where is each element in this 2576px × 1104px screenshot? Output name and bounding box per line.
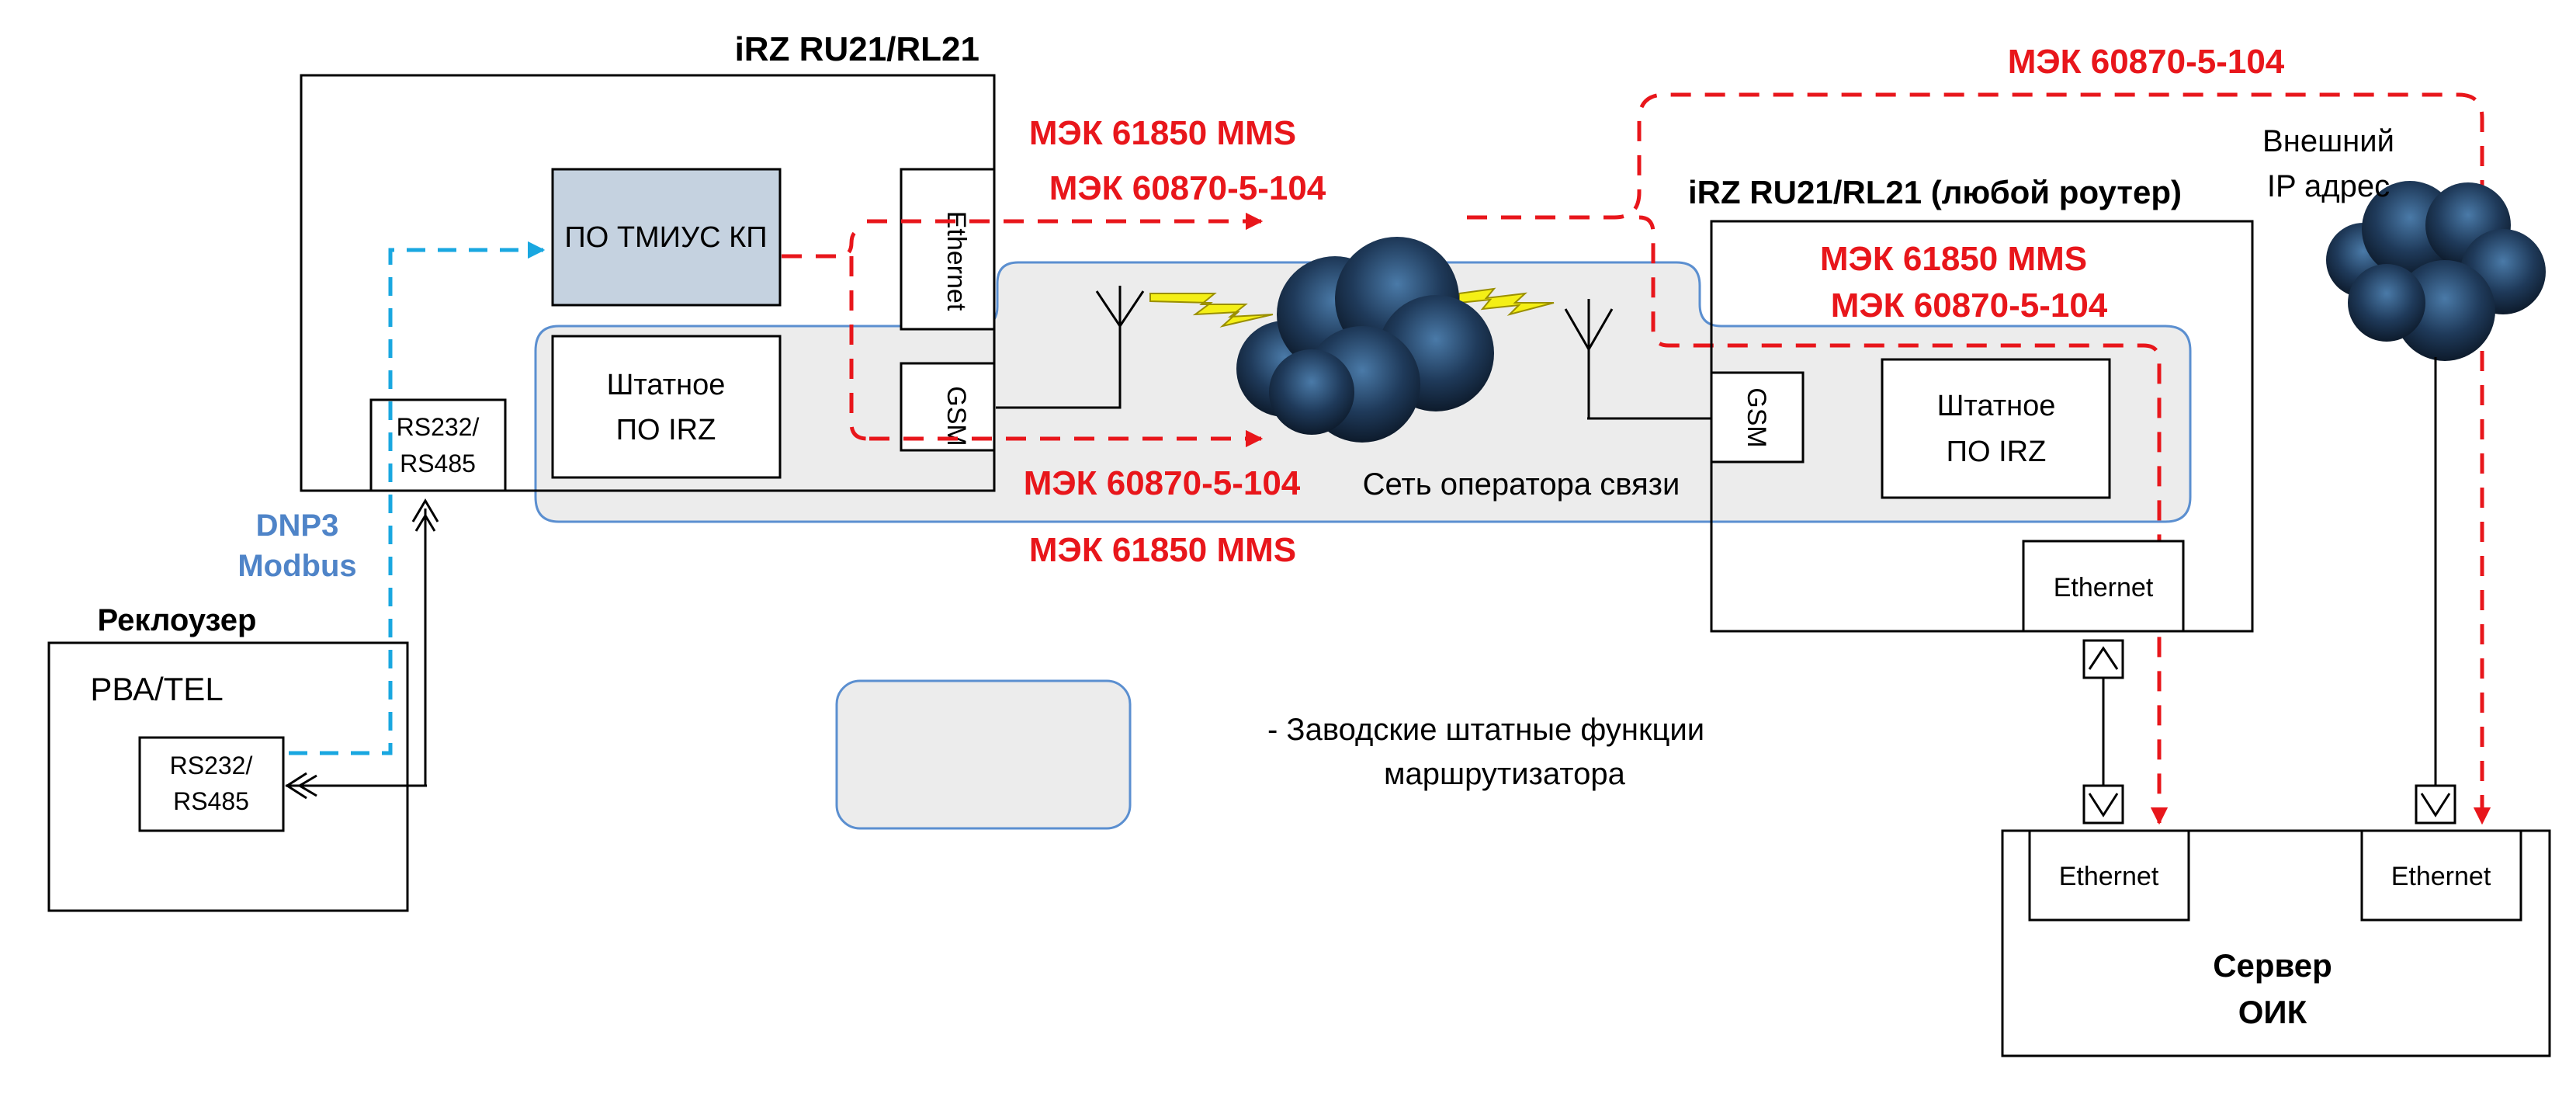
operator-network-label: Сеть оператора связи <box>1363 467 1680 502</box>
external-ip-cloud-icon <box>2326 181 2546 361</box>
lightning-right-icon <box>1458 287 1555 316</box>
label-iec104-right: МЭК 60870-5-104 <box>1831 286 2108 325</box>
label-mms-bottom: МЭК 61850 MMS <box>1029 531 1296 569</box>
label-iec104-top: МЭК 60870-5-104 <box>1049 169 1326 207</box>
label-mms-top: МЭК 61850 MMS <box>1029 114 1296 152</box>
right-gsm-label-rot: GSM <box>1742 387 1771 447</box>
server-ethernet-left <box>2028 829 2190 922</box>
serial-protocol-line2: Modbus <box>237 549 356 583</box>
lightning-left-icon <box>1149 293 1274 328</box>
iec-path-software-branch <box>782 227 869 441</box>
serial-solid-link <box>286 509 427 787</box>
left-ethernet-label: Ethernet <box>941 211 971 311</box>
recloser-title: Реклоузер <box>98 603 257 637</box>
ethernet-connector-external <box>2415 784 2456 825</box>
external-ip-line2: IP адрес <box>2267 169 2390 203</box>
connector-top-arrow <box>2088 646 2119 670</box>
server-ethernet-left-label: Ethernet <box>2059 862 2159 891</box>
label-mms-right: МЭК 61850 MMS <box>1820 240 2087 278</box>
recloser-serial-port <box>138 736 285 832</box>
server-ethernet-right <box>2360 829 2522 922</box>
recloser-box <box>47 641 409 912</box>
serial-protocol-path <box>289 241 546 755</box>
iec-path-right-router <box>1638 215 2169 825</box>
serial-link-end-top <box>411 498 439 532</box>
right-firmware-line1: Штатное <box>1937 390 2056 422</box>
left-gsm-port <box>900 362 996 452</box>
server-ethernet-right-label: Ethernet <box>2391 862 2491 891</box>
software-tmius-box <box>551 168 782 307</box>
left-gsm-label: GSM <box>941 386 971 446</box>
left-firmware-box <box>551 335 782 479</box>
server-title-line2: ОИК <box>2238 994 2307 1030</box>
ethernet-connector-top <box>2082 639 2124 679</box>
right-gsm-port <box>1710 371 1805 463</box>
server-title-line1: Сервер <box>2213 947 2332 984</box>
serial-link-end-left <box>285 772 317 800</box>
left-serial-line1: RS232/ <box>397 413 480 441</box>
left-ethernet-port <box>900 168 996 331</box>
serial-protocol-line1: DNP3 <box>256 509 339 543</box>
legend-swatch <box>835 679 1132 830</box>
left-firmware-line1: Штатное <box>607 369 726 401</box>
right-router-title: iRZ RU21/RL21 (любой роутер) <box>1688 174 2182 210</box>
left-firmware-line2: ПО IRZ <box>616 414 716 446</box>
legend-text-line1: - Заводские штатные функции <box>1267 713 1704 747</box>
right-ethernet-port <box>2022 540 2185 633</box>
label-iec104-bottom: МЭК 60870-5-104 <box>1024 464 1301 502</box>
right-firmware-line2: ПО IRZ <box>1947 436 2047 468</box>
ethernet-connector-bottom <box>2082 784 2124 825</box>
connector-external-arrow <box>2420 793 2451 818</box>
server-box <box>2001 829 2551 1057</box>
left-serial-line2: RS485 <box>400 450 476 477</box>
external-ip-line1: Внешний <box>2262 124 2394 158</box>
left-gsm-link <box>996 286 1145 409</box>
iec-path-external <box>1467 92 2491 825</box>
label-iec104-external: МЭК 60870-5-104 <box>2008 43 2285 81</box>
right-firmware-box <box>1881 358 2111 499</box>
right-ethernet-label: Ethernet <box>2054 573 2154 602</box>
left-router-title: iRZ RU21/RL21 <box>735 30 979 68</box>
recloser-serial-line2: RS485 <box>173 787 249 815</box>
left-serial-port <box>369 398 507 492</box>
connector-bottom-arrow <box>2088 793 2119 818</box>
right-gsm-link <box>1564 299 1711 420</box>
software-tmius-label: ПО ТМИУС КП <box>564 221 767 254</box>
recloser-serial-line1: RS232/ <box>170 752 253 779</box>
recloser-model: РВА/TEL <box>90 671 223 707</box>
legend-text-line2: маршрутизатора <box>1384 757 1626 791</box>
operator-cloud-icon <box>1236 237 1494 443</box>
